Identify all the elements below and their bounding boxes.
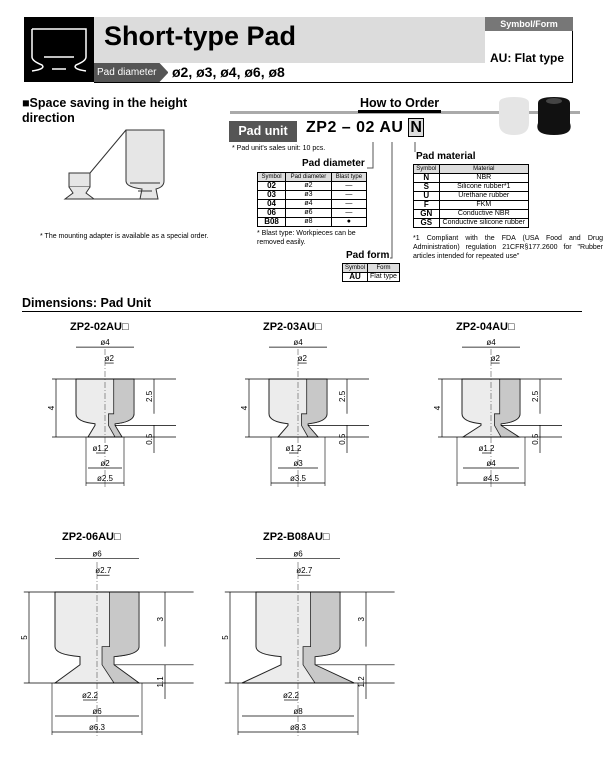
dimension-label: ø6 — [92, 707, 102, 716]
pad-diameter-values: ø2, ø3, ø4, ø6, ø8 — [172, 64, 285, 80]
dimension-label: 0.5 — [531, 433, 540, 445]
sales-unit-note: * Pad unit's sales unit: 10 pcs. — [232, 145, 326, 152]
table-cell: B08 — [256, 217, 287, 227]
height-comparison-illustration — [63, 129, 165, 200]
page-title: Short-type Pad — [104, 21, 297, 51]
dimension-label: 4 — [240, 405, 249, 410]
drawing-title: ZP2-02AU□ — [70, 321, 129, 333]
model-dash: – — [341, 119, 352, 136]
dimension-label: 2.5 — [531, 390, 540, 402]
pad-unit-label: Pad unit — [229, 121, 297, 142]
dimension-label: ø6 — [293, 549, 303, 558]
pad-diameter-section-title: Pad diameter — [302, 158, 365, 169]
subtitle-bar — [94, 63, 485, 83]
dimension-label: ø2.7 — [95, 566, 112, 575]
symbol-form-box — [485, 17, 573, 83]
fda-note: *1 Compliant with the FDA (USA Food and … — [413, 235, 603, 260]
dimension-label: 3 — [156, 617, 165, 622]
pad-symbol-icon — [24, 17, 94, 82]
table-cell: Conductive silicone rubber — [438, 218, 530, 228]
symbol-form-value: AU: Flat type — [490, 51, 565, 65]
dimension-label: ø4 — [293, 338, 303, 347]
product-photo — [499, 97, 571, 135]
pad-section-shading — [494, 378, 521, 438]
pad-section-shading — [301, 378, 328, 438]
dimension-label: ø4 — [486, 459, 496, 468]
pad-section-shading — [108, 378, 135, 438]
model-material: N — [408, 118, 425, 137]
dimension-label: 0.5 — [338, 433, 347, 445]
dimension-label: ø8 — [293, 707, 303, 716]
dimension-label: 4 — [433, 405, 442, 410]
dimension-label: ø2.5 — [97, 474, 114, 483]
pad-section-shading — [302, 591, 355, 684]
table-cell: ● — [330, 217, 368, 227]
dimension-label: ø8.3 — [290, 723, 307, 732]
dimension-label: ø1.2 — [92, 444, 109, 453]
dimension-label: ø3 — [293, 459, 303, 468]
pad-diameter-label: Pad diameter — [94, 63, 169, 82]
dimension-label: ø2 — [105, 354, 115, 363]
dimension-label: ø6 — [92, 549, 102, 558]
dimensions-title: Dimensions: Pad Unit — [22, 296, 152, 310]
drawing-title: ZP2-04AU□ — [456, 321, 515, 333]
model-diameter: 02 — [356, 119, 375, 136]
pad-form-section-title: Pad form — [346, 250, 390, 261]
model-form: AU — [379, 119, 404, 136]
dimension-label: ø4 — [100, 338, 110, 347]
drawing-title: ZP2-B08AU□ — [263, 531, 330, 543]
dimension-label: 5 — [20, 635, 29, 640]
order-leader-lines — [367, 142, 416, 259]
dimension-label: ø6.3 — [89, 723, 106, 732]
section-rule — [22, 311, 582, 312]
dimension-label: ø2.2 — [82, 691, 99, 700]
how-to-order-title: How to Order — [358, 96, 442, 113]
dimension-label: 1.1 — [156, 676, 165, 688]
dimension-label: 4 — [47, 405, 56, 410]
dimension-label: ø3.5 — [290, 474, 307, 483]
dimension-label: 1.2 — [357, 676, 366, 688]
drawing-title: ZP2-06AU□ — [62, 531, 121, 543]
table-cell: AU — [341, 272, 369, 282]
title-bar — [94, 17, 485, 63]
dimension-label: ø1.2 — [285, 444, 302, 453]
dimension-label: ø2 — [298, 354, 308, 363]
model-prefix: ZP2 — [306, 119, 337, 136]
dimension-label: ø2 — [100, 459, 110, 468]
adapter-note: * The mounting adapter is available as a… — [40, 233, 209, 240]
pad-material-section-title: Pad material — [416, 151, 476, 162]
dimension-label: 5 — [221, 635, 230, 640]
dimension-label: ø4.5 — [483, 474, 500, 483]
dimension-label: 2.5 — [145, 390, 154, 402]
dimension-label: ø4 — [486, 338, 496, 347]
blast-type-note: * Blast type: Workpieces can be removed … — [257, 230, 356, 246]
symbol-form-label: Symbol/Form — [485, 17, 573, 31]
dimension-label: ø2.2 — [283, 691, 300, 700]
dimension-label: ø2.7 — [296, 566, 313, 575]
table-cell: Flat type — [367, 272, 400, 282]
dimension-label: ø2 — [491, 354, 501, 363]
dimension-label: 2.5 — [338, 390, 347, 402]
dimension-label: 3 — [357, 617, 366, 622]
dimension-label: ø1.2 — [478, 444, 495, 453]
dimension-label: 0.5 — [145, 433, 154, 445]
model-code: ZP2 – 02 AU N — [306, 118, 425, 137]
drawing-title: ZP2-03AU□ — [263, 321, 322, 333]
feature-title: ■Space saving in the height direction — [22, 96, 188, 125]
pad-section-shading — [101, 591, 141, 684]
